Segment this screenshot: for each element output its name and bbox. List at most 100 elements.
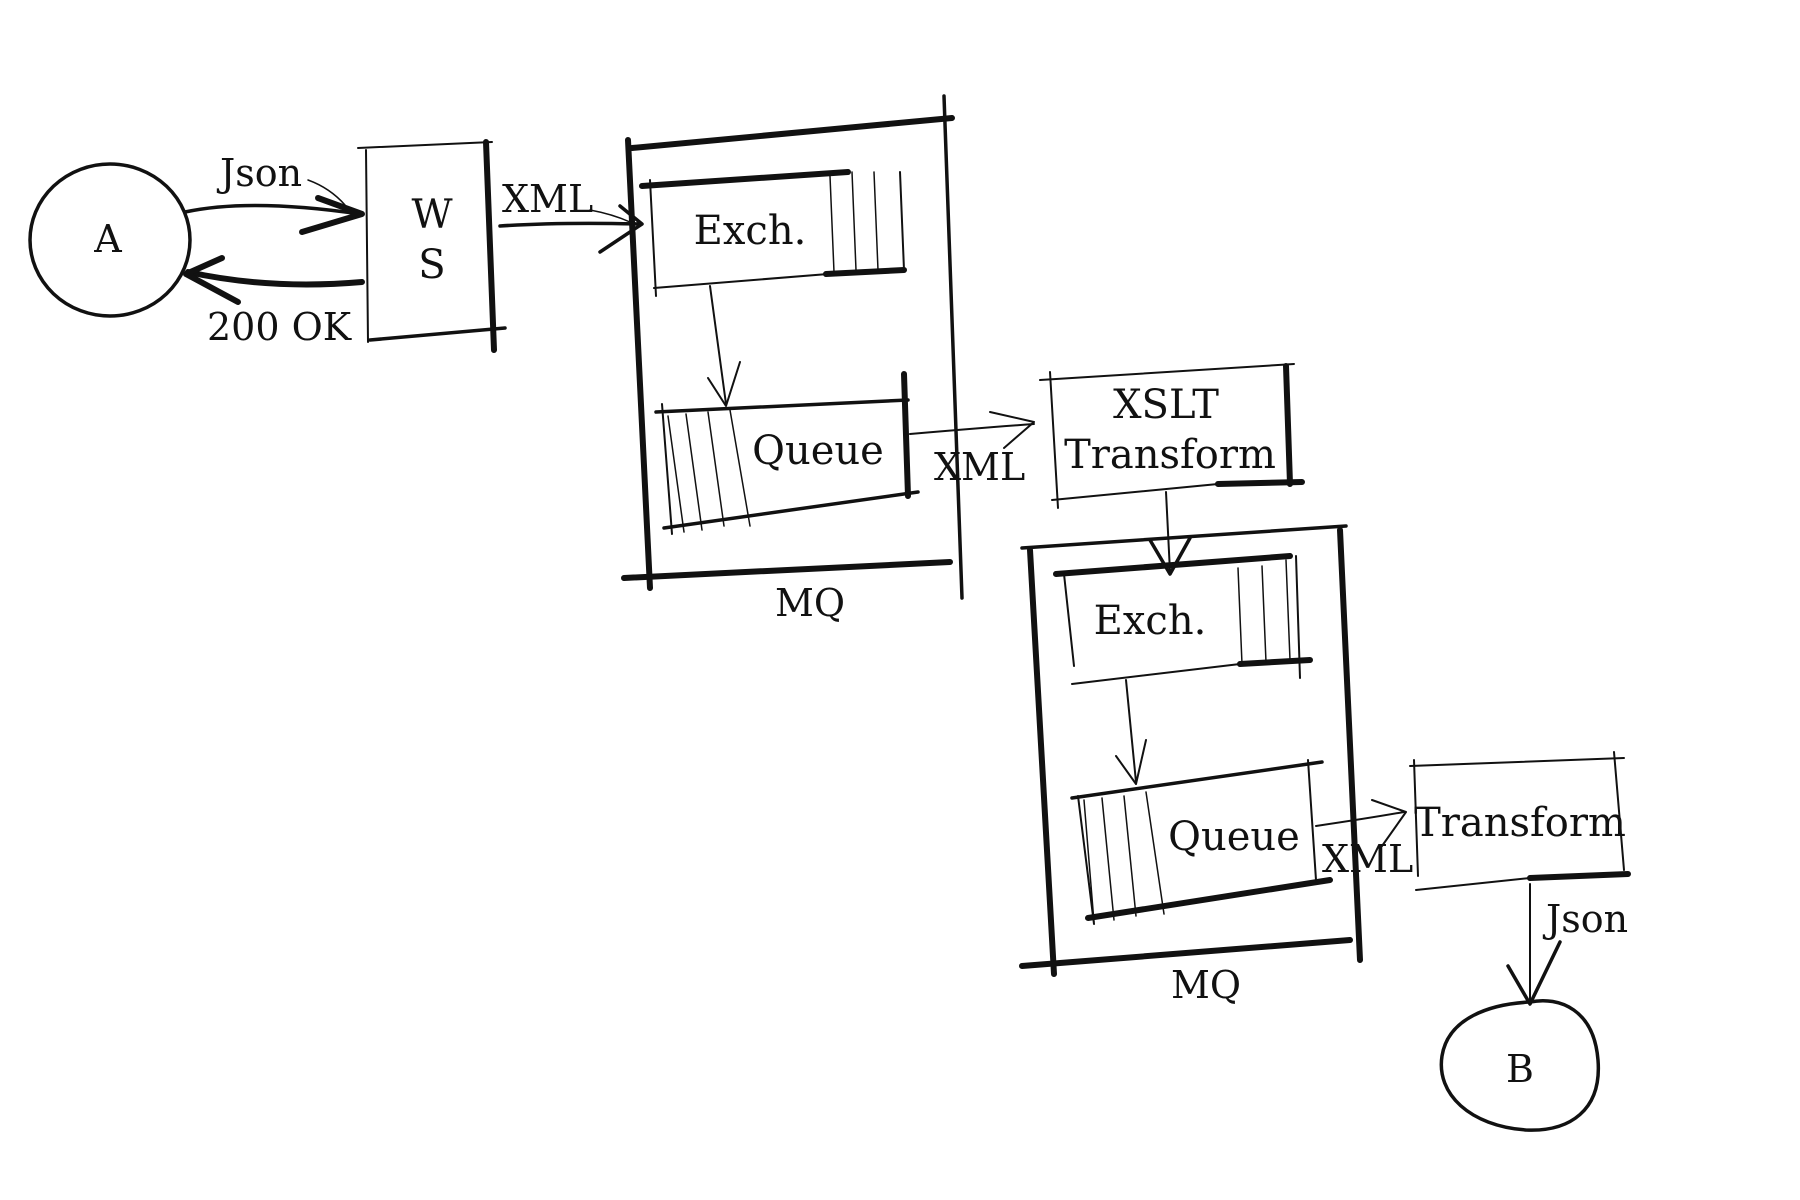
mq1-right-border (942, 94, 964, 600)
mq1-queue: Queue (654, 371, 920, 535)
mq1-queue-slot-2 (685, 413, 703, 531)
mq2-exchange-left (1063, 573, 1075, 667)
mq1-exchange-slot-2 (851, 171, 857, 271)
node-a-label: A (93, 217, 122, 261)
ws-box-label-line1: W (411, 192, 452, 238)
mq2-top-border (1020, 524, 1348, 550)
mq2-queue-slot-3 (1123, 795, 1137, 917)
mq1-queue-bottom (662, 490, 920, 530)
xslt-box-bottom-right (1215, 479, 1305, 487)
mq1-exchange-slot-1 (829, 175, 835, 273)
edge-ws-to-a-label: 200 OK (207, 305, 352, 349)
mq1-label: MQ (775, 581, 845, 625)
mq1-queue-slot-4 (729, 409, 751, 527)
edge-a-to-ws-line (183, 203, 362, 216)
mq1-exchange-label: Exch. (694, 208, 807, 254)
edge-a-to-ws-arrowhead (299, 195, 365, 235)
edge-ws-to-mq1: XML (498, 177, 644, 254)
edge-xslt-to-mq2-line (1165, 491, 1171, 573)
node-b-circle (1439, 999, 1601, 1132)
mq2-queue-left (1077, 795, 1095, 925)
edge-ws-to-a-line (185, 269, 365, 288)
mq1-queue-right (901, 371, 911, 499)
edge-mq2-to-transform-line (1315, 811, 1405, 827)
edge-ws-to-a: 200 OK (183, 255, 365, 349)
xslt-box-bottom (1051, 483, 1219, 501)
edge-a-to-ws: Json (183, 151, 365, 235)
mq2-queue-slot-2 (1101, 797, 1115, 921)
mq1-exchange-top (639, 169, 851, 189)
mq1-exchange-slot-3 (873, 171, 879, 271)
edge-mq1-to-xslt: XML (909, 411, 1035, 489)
mq1-queue-label: Queue (752, 428, 884, 474)
ws-box-left (365, 149, 369, 343)
mq2-queue-slot-4 (1145, 791, 1165, 915)
mq1-queue-left (661, 403, 673, 535)
edge-mq1-to-xslt-line (909, 423, 1035, 435)
xslt-box-left (1049, 371, 1059, 509)
mq1-exchange-to-queue-line (709, 285, 727, 405)
transform-box-bottom-right (1527, 871, 1631, 881)
xslt-box-label-line2: Transform (1064, 432, 1276, 478)
edge-transform-to-b: Json (1506, 883, 1628, 1006)
mq2-exchange-slot-1 (1237, 567, 1243, 665)
mq2-label: MQ (1171, 963, 1241, 1007)
mq1-exchange-left (649, 179, 657, 297)
node-a: A (28, 162, 192, 318)
xslt-box-top (1039, 363, 1295, 381)
mq1-exchange-bottom (653, 273, 829, 289)
mq2-left-border (1027, 547, 1057, 977)
mq1-exchange-to-queue-arrowhead (707, 361, 741, 407)
mq2-exchange-bottom (1071, 663, 1241, 685)
transform-box-top (1409, 757, 1625, 767)
mq1-exchange: Exch. (639, 169, 907, 297)
mq2-exchange-top (1053, 553, 1293, 577)
mq1-exchange-right-bottom (823, 267, 907, 277)
edge-xslt-to-mq2 (1148, 491, 1192, 576)
mq1-left-border (625, 137, 653, 591)
mq2-exchange-right (1295, 555, 1301, 679)
mq2-queue-bottom (1085, 877, 1333, 921)
node-b-label: B (1506, 1047, 1534, 1091)
mq2-exchange: Exch. (1053, 553, 1313, 685)
mq2-container: MQ Exch. Queue (1019, 524, 1363, 1007)
mq2-exchange-right-bottom (1237, 657, 1313, 667)
edge-mq2-to-transform-arrowhead (1371, 799, 1407, 847)
edge-mq1-to-xslt-arrowhead (989, 411, 1035, 449)
mq2-queue-top (1070, 760, 1324, 800)
mq2-bottom-border (1019, 937, 1353, 969)
mq2-exchange-to-queue-line (1125, 679, 1137, 783)
mq2-exchange-label: Exch. (1094, 598, 1207, 644)
ws-box-top (357, 141, 493, 149)
edge-ws-to-mq1-line (498, 221, 642, 228)
mq2-queue: Queue (1070, 759, 1333, 925)
mq2-queue-label: Queue (1168, 814, 1300, 860)
transform-box-bottom (1415, 877, 1531, 891)
mq2-queue-right (1307, 759, 1317, 881)
edge-xslt-to-mq2-arrowhead (1148, 536, 1192, 576)
edge-transform-to-b-arrowhead (1506, 940, 1562, 1006)
edge-mq2-to-transform-label: XML (1322, 837, 1413, 881)
xslt-box-right (1283, 363, 1293, 487)
edge-ws-to-mq1-leader (589, 209, 631, 223)
mq1-bottom-border (621, 559, 953, 581)
xslt-box-label-line1: XSLT (1113, 382, 1219, 428)
mq1-top-border (629, 115, 955, 151)
edge-mq1-to-xslt-label: XML (934, 445, 1025, 489)
edge-ws-to-a-arrowhead (183, 255, 241, 305)
xslt-transform-box: XSLT Transform (1039, 363, 1305, 509)
transform-box: Transform (1409, 751, 1631, 891)
mq1-queue-top (654, 398, 910, 414)
ws-box: W S (357, 139, 507, 353)
node-b: B (1439, 999, 1601, 1132)
mq2-right-border (1337, 527, 1363, 963)
mq1-queue-slot-1 (667, 415, 685, 533)
edge-ws-to-mq1-label: XML (502, 177, 593, 221)
ws-box-bottom (368, 326, 507, 342)
mq2-exchange-to-queue (1115, 679, 1147, 785)
edge-a-to-ws-leader (307, 179, 346, 206)
node-a-circle (28, 162, 192, 318)
mq1-exchange-to-queue (707, 285, 741, 407)
mq2-exchange-slot-2 (1261, 565, 1267, 663)
